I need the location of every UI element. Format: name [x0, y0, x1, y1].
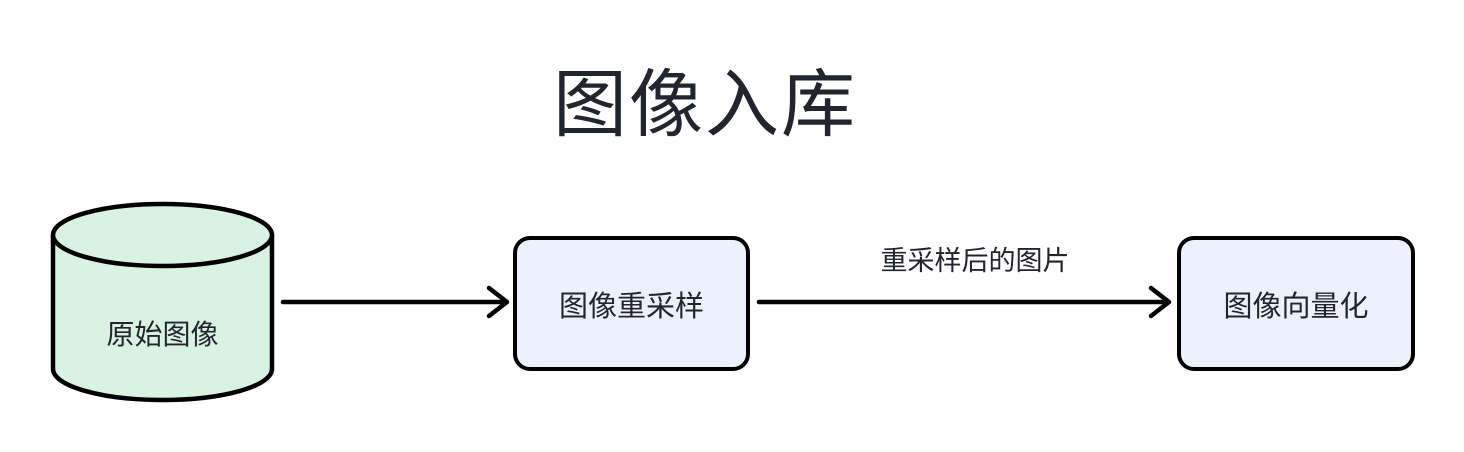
edge-label-resampled-image: 重采样后的图片: [880, 246, 1070, 276]
arrow-source-to-resample: [280, 285, 510, 319]
database-cylinder-icon: [50, 201, 275, 403]
node-vectorize-label: 图像向量化: [1223, 290, 1369, 323]
arrow-resample-to-vectorize: [756, 285, 1172, 319]
node-vectorize: 图像向量化: [1177, 236, 1415, 371]
node-source-database: 原始图像: [50, 201, 275, 404]
node-resample: 图像重采样: [513, 236, 750, 371]
node-source-label: 原始图像: [106, 319, 219, 350]
diagram-title: 图像入库: [553, 63, 857, 146]
node-resample-label: 图像重采样: [558, 290, 704, 323]
